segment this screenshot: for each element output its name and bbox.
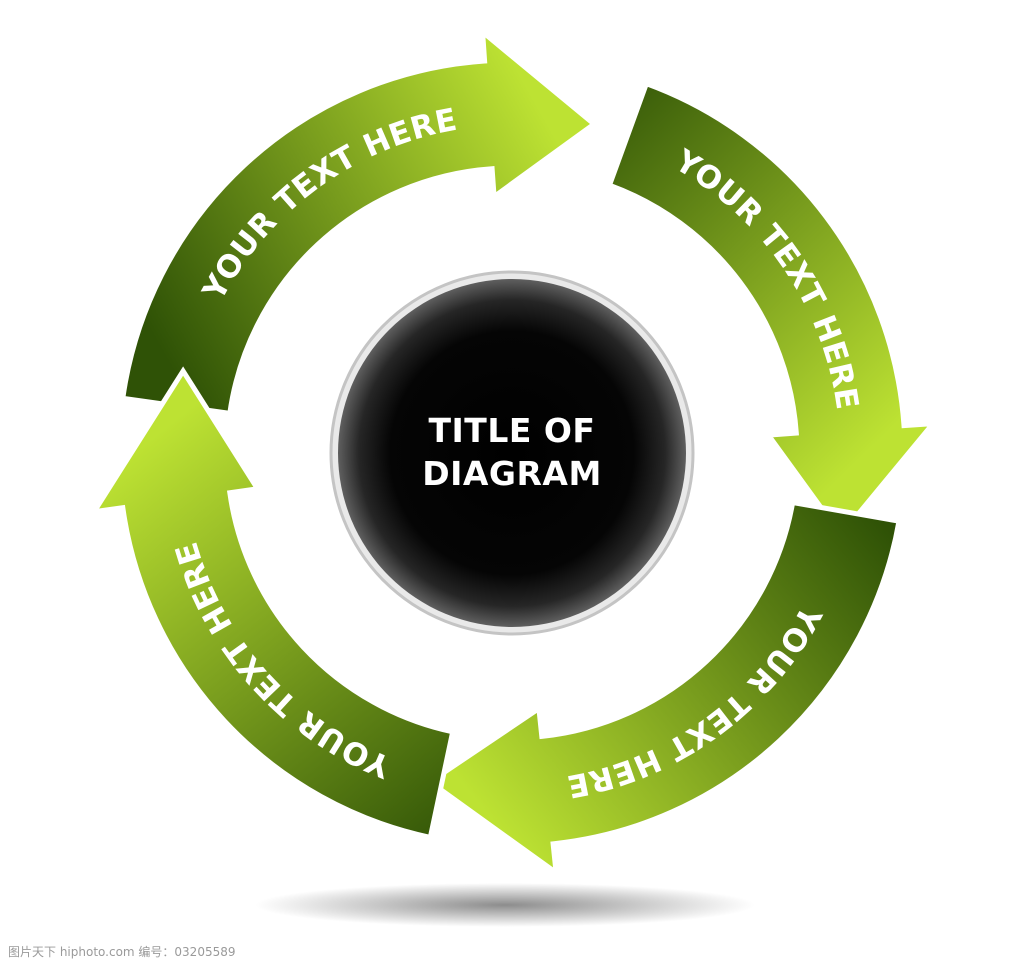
cycle-arrows [89,26,939,878]
watermark-text: 图片天下 hiphoto.com 编号：03205589 [8,945,236,959]
arrow-bottom-right [425,499,902,878]
diagram-title-line2: DIAGRAM [422,454,602,493]
diagram-title-line1: TITLE OF [429,411,596,450]
ground-shadow [255,883,755,927]
arrow-bottom-left [89,366,456,841]
arrow-top-right [606,80,939,540]
arrow-top-left [119,26,599,417]
center-circle [338,279,686,627]
